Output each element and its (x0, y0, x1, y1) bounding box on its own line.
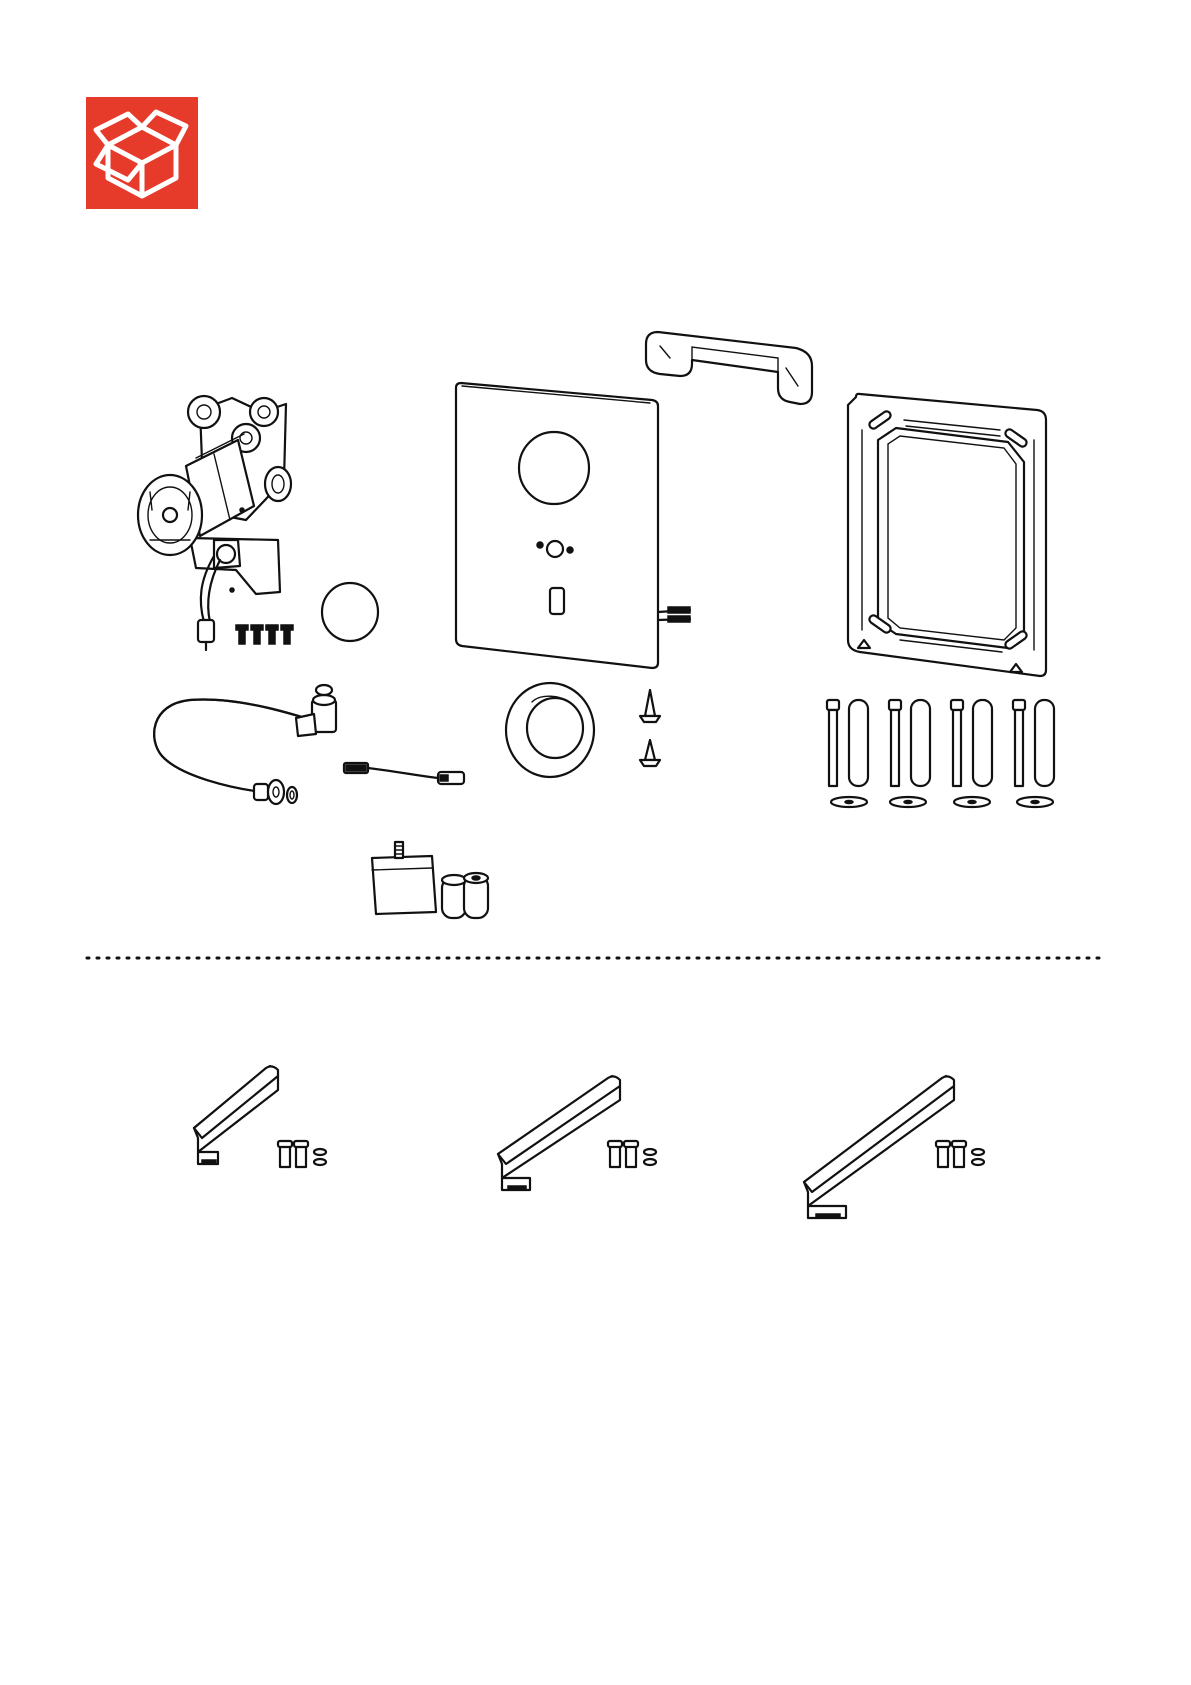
spout-short (194, 1066, 326, 1167)
spout-short-fixings-icon (278, 1141, 326, 1167)
cover-plate (456, 383, 690, 668)
package-box-icon (86, 97, 198, 209)
wall-bracket (646, 332, 812, 404)
sensor-ring (506, 683, 594, 777)
rod-set-1 (827, 700, 868, 807)
spout-medium (498, 1076, 656, 1190)
screws (640, 690, 660, 766)
rod-set-4 (1013, 700, 1054, 807)
hose (154, 685, 336, 804)
threaded-rods-and-sleeves (827, 700, 1054, 807)
rod-set-3 (951, 700, 992, 807)
plate-connectors-icon (658, 607, 690, 622)
spout-medium-fixings-icon (608, 1141, 656, 1167)
spout-long-fixings-icon (936, 1141, 984, 1167)
sealing-disc (322, 583, 378, 641)
batteries (442, 873, 488, 918)
rod-set-2 (889, 700, 930, 807)
mounting-frame (848, 394, 1046, 676)
hose-end-fitting-icon (254, 780, 297, 804)
small-screws-icon (236, 625, 293, 644)
spout-long (804, 1076, 984, 1218)
hose-angle-connector-icon (296, 685, 336, 736)
concealed-valve-body (138, 396, 291, 650)
power-module (372, 842, 436, 914)
connection-cable (344, 763, 464, 784)
